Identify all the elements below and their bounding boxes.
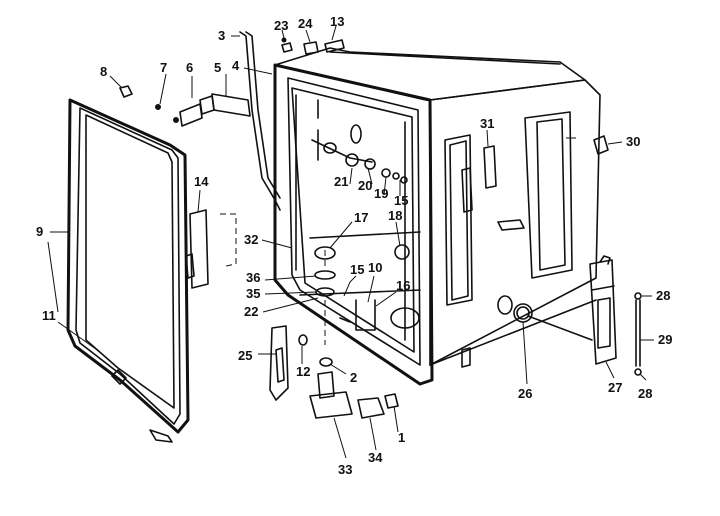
callout-1: 1 — [398, 430, 405, 445]
callout-30: 30 — [626, 134, 640, 149]
callout-25: 25 — [238, 348, 252, 363]
callout-17: 17 — [354, 210, 368, 225]
callout-33: 33 — [338, 462, 352, 477]
callout-2: 2 — [350, 370, 357, 385]
callout-5: 5 — [214, 60, 221, 75]
callout-28a: 28 — [656, 288, 670, 303]
callout-12: 12 — [296, 364, 310, 379]
callout-15a: 15 — [350, 262, 364, 277]
hinge-arm — [269, 325, 289, 401]
callout-32: 32 — [244, 232, 258, 247]
callout-28b: 28 — [638, 386, 652, 401]
hinge-assembly — [119, 85, 251, 127]
callout-9: 9 — [36, 224, 43, 239]
callout-35: 35 — [246, 286, 260, 301]
callout-29: 29 — [658, 332, 672, 347]
callout-13: 13 — [330, 14, 344, 29]
latch-block — [185, 209, 237, 289]
part-30-cap — [593, 135, 609, 155]
callout-23: 23 — [274, 18, 288, 33]
callout-26: 26 — [518, 386, 532, 401]
callout-22: 22 — [244, 304, 258, 319]
callout-10: 10 — [368, 260, 382, 275]
callout-14: 14 — [194, 174, 209, 189]
callout-15b: 15 — [394, 193, 408, 208]
callout-16: 16 — [396, 278, 410, 293]
callout-labels: 1 2 3 4 5 6 7 8 9 10 11 12 13 14 15 15 1… — [36, 14, 672, 477]
callout-36: 36 — [246, 270, 260, 285]
callout-24: 24 — [298, 16, 313, 31]
callout-11: 11 — [42, 308, 56, 323]
tub-body — [273, 47, 601, 386]
leader-lines — [47, 25, 654, 459]
lower-parts — [298, 334, 399, 419]
callout-27: 27 — [608, 380, 622, 395]
callout-6: 6 — [186, 60, 193, 75]
callout-20: 20 — [358, 178, 372, 193]
callout-31: 31 — [480, 116, 494, 131]
callout-18: 18 — [388, 208, 402, 223]
callout-3: 3 — [218, 28, 225, 43]
door-gasket — [66, 98, 190, 443]
part-3-tube — [239, 31, 281, 211]
rod-assembly — [634, 292, 642, 376]
callout-7: 7 — [160, 60, 167, 75]
callout-34: 34 — [368, 450, 383, 465]
callout-8: 8 — [100, 64, 107, 79]
callout-4: 4 — [232, 58, 240, 73]
callout-19: 19 — [374, 186, 388, 201]
callout-21: 21 — [334, 174, 348, 189]
top-hardware — [281, 37, 345, 55]
